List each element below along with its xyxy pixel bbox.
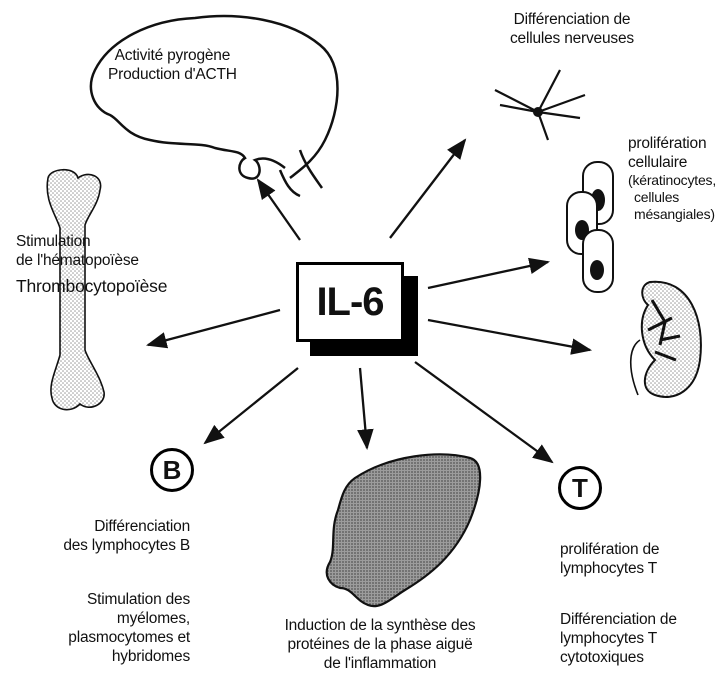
neuron-icon — [495, 70, 585, 140]
arrow-to-t-cell — [415, 362, 552, 462]
arrow-to-kidney — [428, 320, 590, 350]
brain-label-line2: Production d'ACTH — [108, 65, 237, 84]
keratinocyte-label-line5: mésangiales) — [628, 206, 722, 223]
brain-label: Activité pyrogène Production d'ACTH — [108, 46, 237, 84]
liver-label: Induction de la synthèse des protéines d… — [262, 616, 498, 673]
t-cell-proliferation-label: prolifération de lymphocytes T — [560, 540, 659, 578]
keratinocyte-label-line3: (kératinocytes, — [628, 172, 722, 189]
t-cell-diff-line1: Différenciation de — [560, 610, 677, 629]
arrow-to-keratinocytes — [428, 262, 548, 288]
t-cell-prolif-line2: lymphocytes T — [560, 559, 659, 578]
keratinocyte-label: prolifération cellulaire (kératinocytes,… — [628, 134, 722, 223]
keratinocyte-label-line2: cellulaire — [628, 153, 722, 172]
arrow-to-liver — [360, 368, 367, 448]
bone-label-line3: Thrombocytopoïèse — [16, 276, 167, 297]
bone-label-line1: Stimulation — [16, 232, 167, 251]
neuron-label: Différenciation de cellules nerveuses — [510, 10, 634, 48]
bone-label-line2: de l'hématopoïèse — [16, 251, 167, 270]
arrow-to-bone — [148, 310, 280, 345]
b-cell-diff-line1: Différenciation — [16, 517, 190, 536]
bone-label: Stimulation de l'hématopoïèse Thrombocyt… — [16, 232, 167, 297]
brain-icon — [91, 16, 338, 196]
liver-label-line3: de l'inflammation — [262, 654, 498, 673]
neuron-label-line1: Différenciation de — [510, 10, 634, 29]
keratinocyte-label-line1: prolifération — [628, 134, 722, 153]
b-cell-differentiation-label: Différenciation des lymphocytes B — [16, 517, 190, 555]
b-letter: B — [163, 455, 182, 486]
b-cell-diff-line2: des lymphocytes B — [16, 536, 190, 555]
b-cell-stim-line1: Stimulation des — [16, 590, 190, 609]
t-cell-diff-line2: lymphocytes T — [560, 629, 677, 648]
t-cell-differentiation-label: Différenciation de lymphocytes T cytotox… — [560, 610, 677, 667]
b-cell-stimulation-label: Stimulation des myélomes, plasmocytomes … — [16, 590, 190, 666]
il6-box: IL-6 — [296, 262, 404, 342]
liver-label-line1: Induction de la synthèse des — [262, 616, 498, 635]
b-cell-stim-line4: hybridomes — [16, 647, 190, 666]
t-cell-diff-line3: cytotoxiques — [560, 648, 677, 667]
arrow-to-b-cell — [205, 368, 298, 443]
b-cell-stim-line2: myélomes, — [16, 609, 190, 628]
b-lymphocyte-icon: B — [150, 448, 194, 492]
t-letter: T — [572, 473, 588, 504]
b-cell-stim-line3: plasmocytomes et — [16, 628, 190, 647]
keratinocyte-label-line4: cellules — [628, 189, 722, 206]
liver-label-line2: protéines de la phase aiguë — [262, 635, 498, 654]
arrow-to-neuron — [390, 140, 465, 238]
liver-icon — [327, 454, 480, 606]
t-lymphocyte-icon: T — [558, 466, 602, 510]
il6-label: IL-6 — [316, 280, 383, 325]
neuron-label-line2: cellules nerveuses — [510, 29, 634, 48]
arrow-to-brain — [258, 180, 300, 240]
kidney-icon — [631, 282, 701, 397]
brain-label-line1: Activité pyrogène — [108, 46, 237, 65]
t-cell-prolif-line1: prolifération de — [560, 540, 659, 559]
keratinocyte-cells-icon — [567, 162, 613, 292]
